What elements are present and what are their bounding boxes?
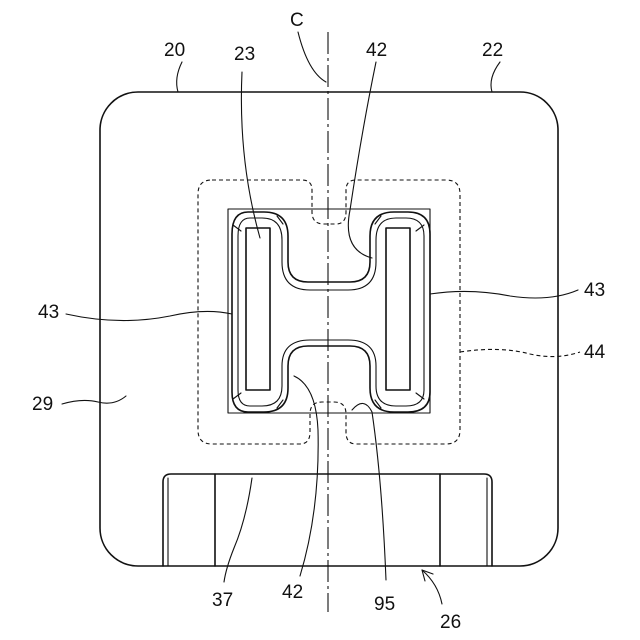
label-22: 22 xyxy=(482,40,503,61)
inner-rectangle xyxy=(228,209,430,413)
label-43-left: 43 xyxy=(38,302,59,323)
label-20: 20 xyxy=(164,40,185,61)
label-23: 23 xyxy=(234,44,255,65)
outer-body xyxy=(100,92,558,566)
h-member-inner xyxy=(238,218,424,406)
label-44: 44 xyxy=(584,342,606,363)
label-29: 29 xyxy=(32,394,53,415)
label-43-right: 43 xyxy=(584,280,605,301)
right-slot xyxy=(386,228,410,390)
label-c: C xyxy=(290,10,304,31)
label-26: 26 xyxy=(440,612,461,633)
label-42-top: 42 xyxy=(366,40,387,61)
label-95: 95 xyxy=(374,594,395,615)
label-42-bottom: 42 xyxy=(282,582,303,603)
label-37: 37 xyxy=(212,590,233,611)
dashed-outline-44 xyxy=(198,180,460,444)
left-slot xyxy=(246,228,270,390)
leader-lines xyxy=(62,32,580,604)
h-member-outer xyxy=(232,212,430,412)
